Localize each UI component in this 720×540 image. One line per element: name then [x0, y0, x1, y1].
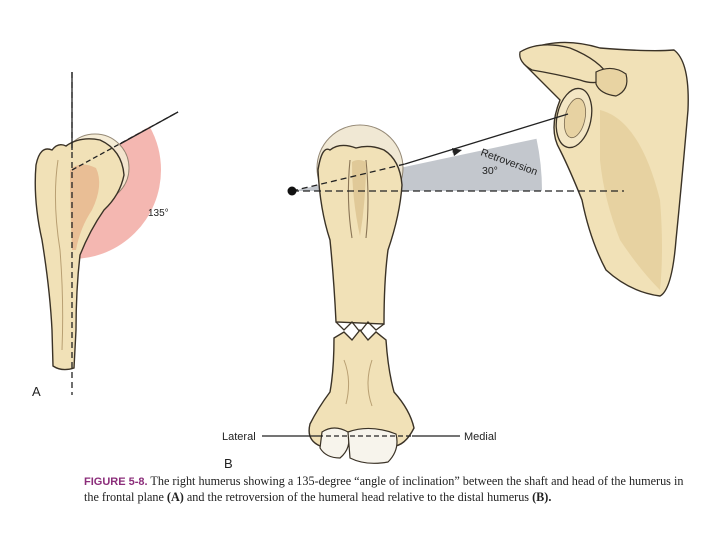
- glenoid-inner: [563, 97, 587, 139]
- figure-number: FIGURE 5-8.: [84, 476, 148, 488]
- panel-b: Lateral Medial Retroversion 30° B: [222, 41, 689, 470]
- retroversion-arrowhead: [452, 148, 462, 156]
- capitulum: [319, 427, 350, 459]
- caption-ref-a: (A): [166, 490, 184, 504]
- panel-b-letter: B: [224, 456, 233, 470]
- caption-text-1: The right humerus showing a 135-degree “…: [84, 474, 684, 504]
- anatomy-figure: 135° A Lateral Medial: [32, 41, 689, 470]
- humerus-frontal-groove: [54, 159, 64, 351]
- trochlea: [347, 427, 398, 464]
- distal-humerus-shade: [343, 359, 373, 407]
- retroversion-value: 30°: [482, 165, 498, 177]
- medial-label: Medial: [464, 431, 496, 443]
- proximal-humerus-shade: [352, 160, 366, 236]
- lateral-label: Lateral: [222, 431, 256, 443]
- caption-ref-b: (B).: [532, 490, 552, 504]
- head-axis-solid: [119, 111, 179, 145]
- panel-a: 135° A: [32, 72, 179, 399]
- figure-caption: FIGURE 5-8. The right humerus showing a …: [84, 474, 684, 505]
- humerus-frontal: [34, 138, 125, 371]
- panel-a-letter: A: [32, 384, 41, 399]
- proximal-humerus-groove: [347, 159, 369, 239]
- humerus-frontal-shading: [70, 164, 100, 250]
- axis-origin-dot: [287, 186, 297, 196]
- scapula-shadow: [600, 110, 662, 290]
- humeral-head-axis-solid: [404, 113, 569, 165]
- coracoid: [595, 67, 628, 97]
- caption-text-2: and the retroversion of the humeral head…: [186, 490, 530, 504]
- inclination-angle-label: 135°: [148, 208, 169, 219]
